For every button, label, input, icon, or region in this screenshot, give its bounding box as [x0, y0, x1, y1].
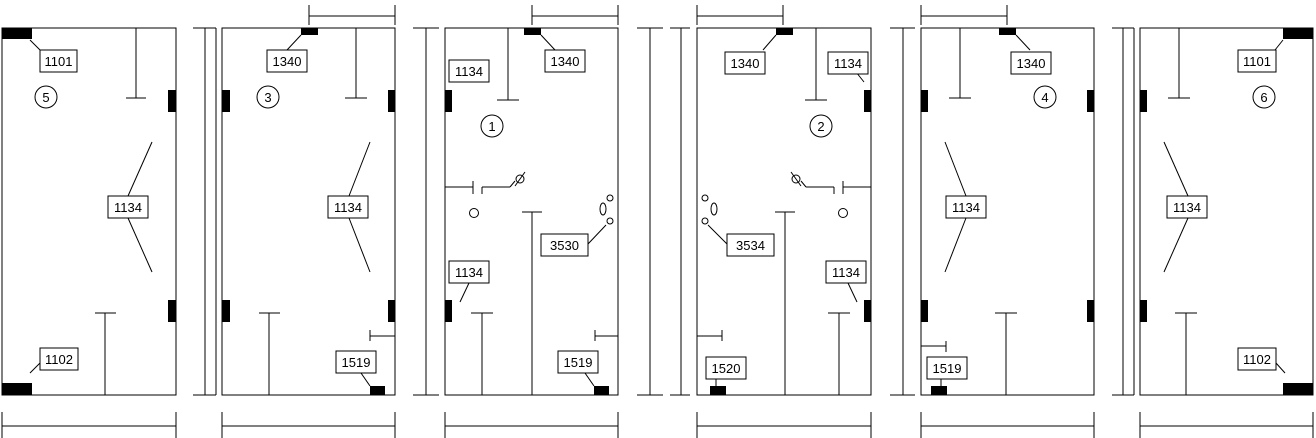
- edge-pad: [1140, 300, 1147, 322]
- tag: 3530: [540, 233, 589, 257]
- edge-pad: [1087, 300, 1094, 322]
- tag-label: 1134: [455, 265, 483, 280]
- tag-label: 1101: [45, 54, 73, 69]
- tag-label: 1134: [455, 64, 483, 79]
- edge-pad: [222, 300, 230, 322]
- panel-5: 1101 1134 1102 5: [1, 27, 177, 438]
- edge-pad: [445, 300, 452, 322]
- tag: 1101: [1237, 49, 1277, 73]
- panel-number: 5: [42, 90, 49, 105]
- tag-label: 1134: [1173, 200, 1201, 215]
- panel-outline: [221, 27, 396, 396]
- tag: 1102: [1237, 347, 1277, 371]
- tag: 3534: [726, 233, 775, 257]
- edge-pad: [864, 90, 871, 112]
- hinge-pad: [594, 386, 609, 395]
- tag: 1101: [39, 49, 78, 73]
- tag: 1340: [544, 49, 586, 73]
- tag-label: 1134: [952, 200, 980, 215]
- tag-label: 1340: [1017, 56, 1046, 71]
- edge-pad: [168, 300, 176, 322]
- tag: 1134: [1166, 195, 1208, 219]
- tag: 1134: [945, 195, 987, 219]
- panel-number-circle: [480, 114, 504, 138]
- tag-label: 1102: [45, 352, 73, 367]
- hinge-pad: [999, 28, 1016, 35]
- tag-label: 1340: [273, 54, 302, 69]
- edge-pad: [388, 300, 395, 322]
- panel-number-circle: [256, 85, 280, 109]
- tag-label: 1134: [334, 200, 362, 215]
- panel-2: 1340 1134 3534 1134 1520 2: [696, 5, 872, 438]
- tag: 1134: [448, 260, 490, 284]
- panel-number-circle: [1033, 85, 1057, 109]
- panel-edge-strip: [637, 27, 690, 396]
- panel-edge-strip: [193, 27, 217, 396]
- tag-label: 3534: [736, 238, 765, 253]
- hinge-pad: [2, 28, 32, 39]
- tag-label: 1519: [933, 361, 962, 376]
- hinge-pad: [1283, 28, 1313, 39]
- tag: 1519: [557, 350, 599, 374]
- tag-label: 1519: [342, 355, 371, 370]
- tag: 1340: [1010, 51, 1052, 75]
- panel-6: 1101 1134 1102 6: [1139, 27, 1314, 438]
- panel-number: 3: [264, 90, 271, 105]
- tag-label: 1340: [551, 54, 580, 69]
- tag-label: 1519: [564, 355, 593, 370]
- hinge-pad: [931, 386, 947, 395]
- edge-pad: [1140, 90, 1147, 112]
- tag: 1134: [327, 195, 369, 219]
- panel-number-circle: [1252, 85, 1276, 109]
- panel-1: 1134 1340 3530 1134 1519 1: [444, 5, 619, 438]
- hinge-pad: [776, 28, 793, 35]
- edge-pad: [921, 90, 928, 112]
- tag: 1134: [827, 51, 869, 75]
- hinge-pad: [370, 386, 385, 395]
- edge-pad: [445, 90, 452, 112]
- tag-label: 1134: [832, 265, 860, 280]
- tag-label: 1134: [834, 56, 862, 71]
- tag-label: 1520: [712, 361, 741, 376]
- hinge-pad: [2, 383, 32, 395]
- tag: 1134: [825, 260, 867, 284]
- panel-edge-strip: [1112, 27, 1135, 396]
- edge-pad: [388, 90, 395, 112]
- panel-outline: [1139, 27, 1314, 396]
- tag-label: 3530: [550, 238, 579, 253]
- tag: 1520: [705, 356, 747, 380]
- edge-pad: [864, 300, 871, 322]
- tag-label: 1340: [731, 56, 760, 71]
- panel-number-circle: [809, 114, 833, 138]
- edge-pad: [1087, 90, 1094, 112]
- panel-edge-strip: [413, 27, 439, 396]
- tag: 1102: [39, 347, 79, 371]
- edge-pad: [168, 90, 176, 112]
- tag: 1134: [448, 59, 490, 83]
- tag: 1519: [926, 356, 968, 380]
- hinge-pad: [1283, 383, 1313, 395]
- panel-number: 6: [1260, 90, 1267, 105]
- edge-pad: [921, 300, 928, 322]
- panel-number: 2: [817, 119, 824, 134]
- tag: 1519: [335, 350, 377, 374]
- tag-label: 1102: [1243, 352, 1271, 367]
- panel-number: 1: [488, 119, 495, 134]
- hinge-pad: [524, 28, 541, 35]
- panel-number-circle: [34, 85, 58, 109]
- tag: 1340: [266, 49, 308, 73]
- hinge-pad: [710, 386, 726, 395]
- panel-outline: [1, 27, 177, 396]
- tag-label: 1134: [114, 200, 142, 215]
- panel-3: 1340 1134 1519 3: [221, 5, 396, 438]
- panel-edge-strip: [890, 27, 915, 396]
- tag: 1340: [724, 51, 766, 75]
- hinge-pad: [301, 28, 318, 35]
- panel-4: 1340 1134 1519 4: [920, 5, 1095, 438]
- tag-label: 1101: [1243, 54, 1271, 69]
- panel-number: 4: [1041, 90, 1048, 105]
- tag: 1134: [107, 195, 149, 219]
- edge-pad: [222, 90, 230, 112]
